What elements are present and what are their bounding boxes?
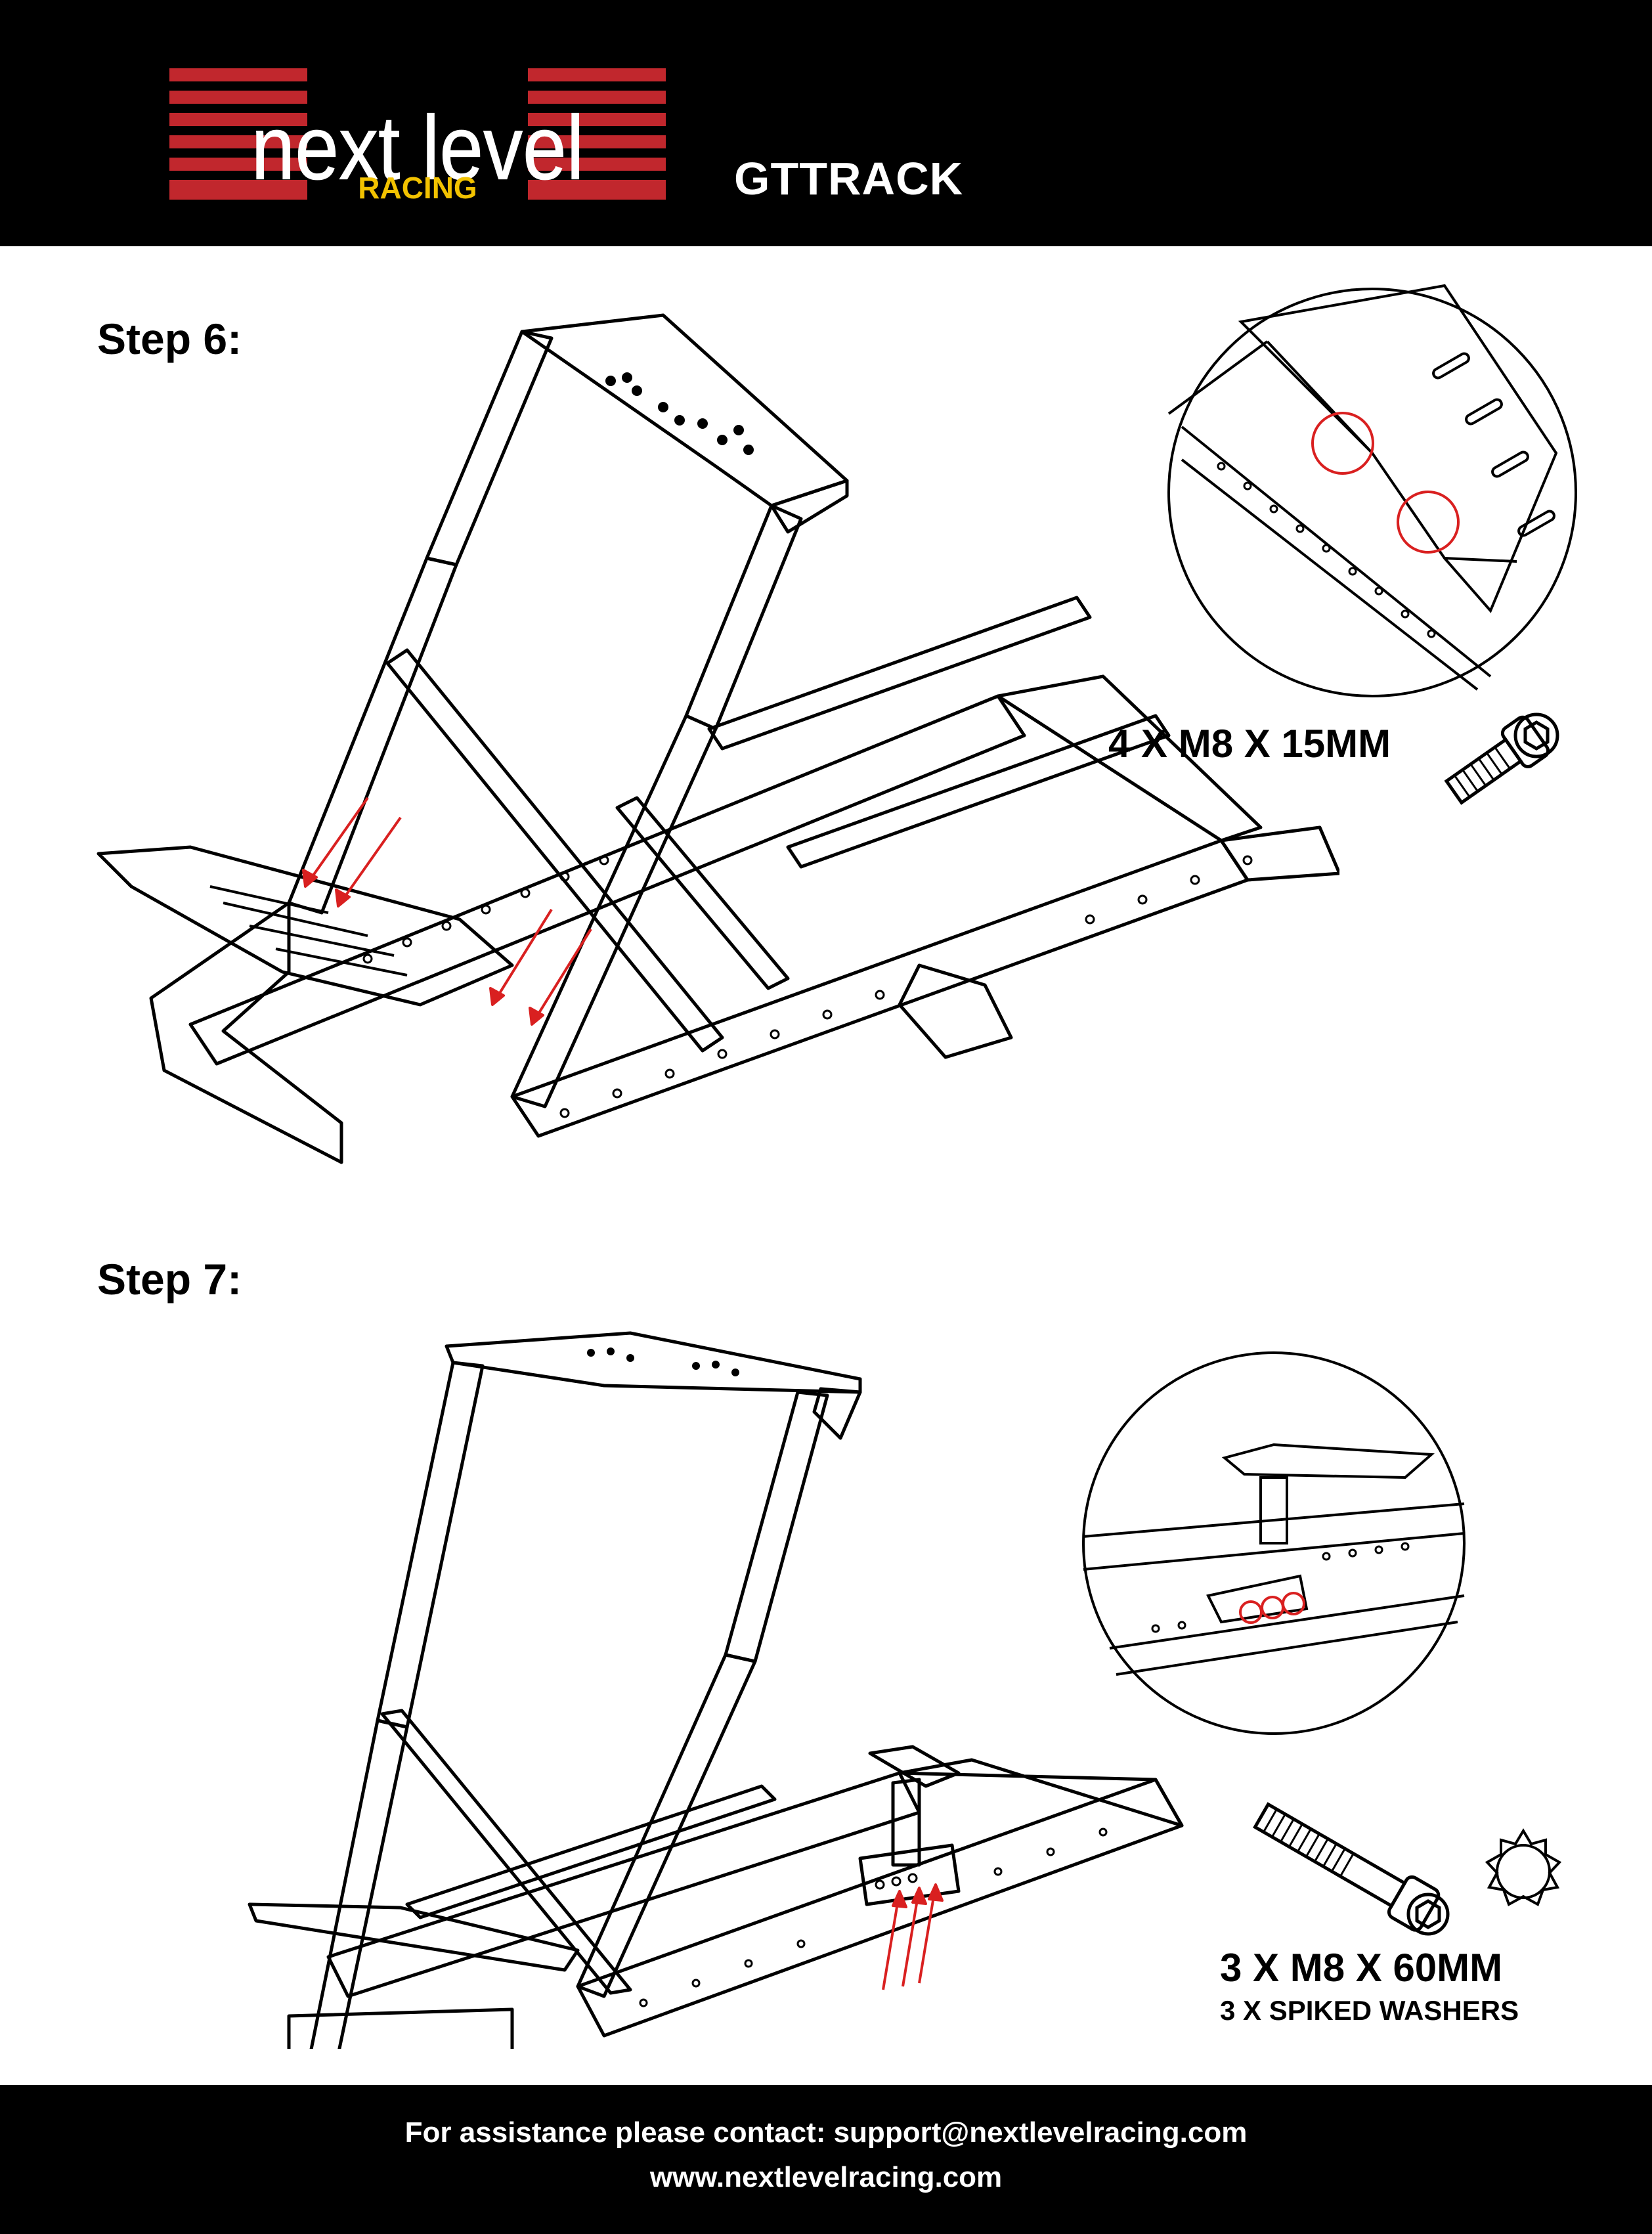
socket-head-bolt-icon [1444,712,1559,805]
step-6-rig-illustration [97,313,1339,1164]
website-link[interactable]: www.nextlevelracing.com [649,2161,1003,2193]
step-7-hardware-label-bolts: 3 X M8 X 60MM [1220,1946,1503,1990]
next-level-racing-logo: next level RACING [169,68,666,204]
step-7-title: Step 7: [97,1255,242,1303]
step-7-rig-illustration [248,1331,1184,2049]
step-6-hardware-label: 4 X M8 X 15MM [1108,722,1391,766]
logo-line1: next level [251,98,584,199]
logo-line2: RACING [358,171,477,204]
step-7-detail-zoom-circle [1082,1351,1466,1735]
step-6-detail-zoom-circle [1167,284,1577,697]
product-title: GTTRACK [734,153,964,204]
step-7-hardware-label-washers: 3 X SPIKED WASHERS [1220,1995,1519,2026]
long-bolt-icon [1253,1802,1450,1936]
page-footer: For assistance please contact: support@n… [0,2085,1652,2234]
support-contact-text: For assistance please contact: support@n… [404,2116,1248,2149]
spiked-washer-icon [1485,1828,1562,1906]
step-6-title: Step 6: [97,315,242,363]
page-header: next level RACING GTTRACK [0,0,1652,246]
